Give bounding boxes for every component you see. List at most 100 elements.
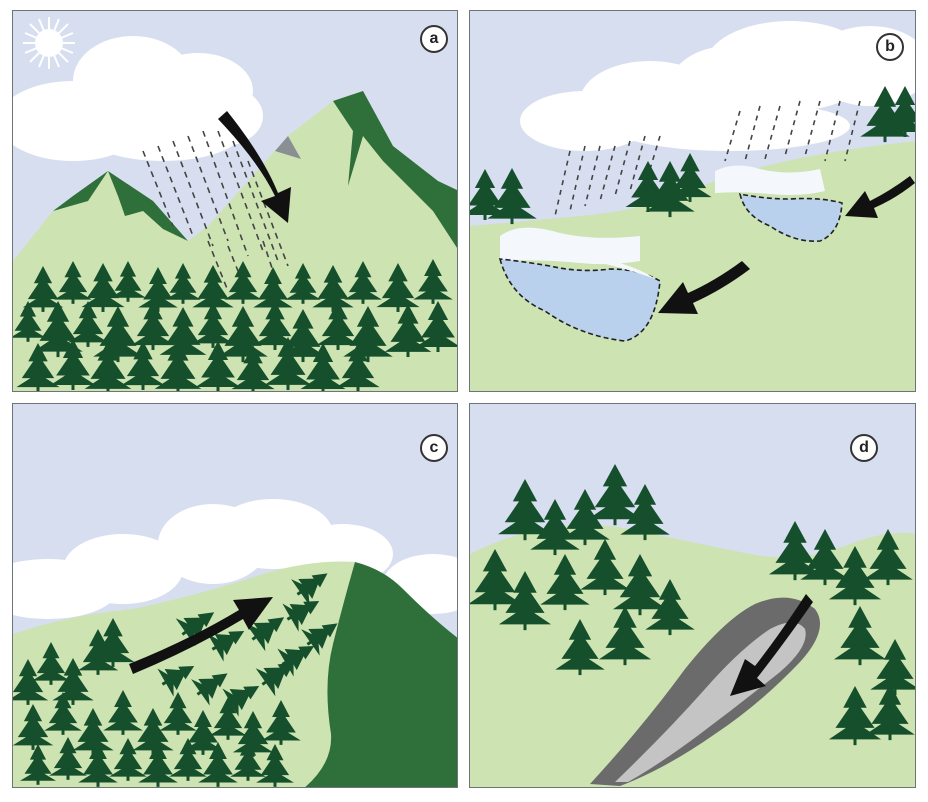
panel-label-b: b (876, 33, 904, 61)
tree-icon (555, 619, 605, 676)
tree-icon (255, 662, 295, 697)
tree-icon (84, 341, 132, 391)
tree-icon (195, 341, 241, 391)
tree-icon (109, 738, 147, 781)
tree-icon (231, 345, 275, 391)
tree-icon (336, 343, 380, 391)
cloud-icon (13, 36, 263, 161)
tree-icon (22, 266, 64, 312)
tree-icon (44, 692, 82, 735)
tree-icon (138, 742, 178, 787)
tree-icon (154, 341, 202, 391)
panel-label-c: c (420, 434, 448, 462)
tree-icon (768, 521, 822, 581)
tree-icon (828, 686, 882, 746)
tree-icon (103, 690, 143, 735)
tree-icon (230, 740, 266, 781)
tree-icon (183, 710, 223, 755)
tree-icon (198, 742, 238, 787)
tree-icon (828, 546, 882, 606)
tree-icon (560, 489, 610, 546)
tree-icon (540, 554, 590, 611)
panel-a: a (12, 10, 458, 392)
tree-icon (207, 631, 245, 662)
tree-icon (261, 700, 301, 745)
panel-label-a: a (420, 25, 448, 53)
tree-icon (863, 529, 913, 586)
sun-icon (23, 17, 75, 69)
cloud-icon (520, 21, 915, 151)
tree-icon (870, 639, 915, 696)
tree-icon (598, 606, 652, 666)
tree-icon (470, 549, 522, 611)
tree-icon (312, 265, 354, 312)
tree-icon (245, 617, 285, 652)
tree-icon (343, 306, 393, 363)
tree-icon (833, 606, 887, 666)
tree-icon (131, 301, 175, 350)
panel-b: b (469, 10, 916, 392)
tree-icon (291, 573, 328, 606)
panel-c: c (12, 403, 458, 788)
tree-icon (253, 301, 297, 350)
tree-icon (588, 464, 642, 526)
tree-icon (169, 738, 207, 781)
tree-icon (264, 337, 312, 391)
tree-icon (865, 684, 915, 741)
tree-icon (277, 646, 315, 677)
arrow-icon (129, 597, 273, 674)
tree-icon (49, 737, 87, 780)
tree-icon (16, 343, 60, 391)
tree-icon (110, 261, 146, 302)
tree-icon (78, 742, 118, 787)
tree-icon (52, 658, 94, 705)
tree-icon (121, 341, 165, 390)
tree-icon (413, 259, 453, 304)
tree-icon (415, 301, 457, 352)
tree-icon (138, 267, 178, 312)
tree-icon (882, 86, 915, 137)
tree-icon (613, 554, 667, 616)
tree-icon (175, 612, 215, 647)
tree-icon (54, 261, 92, 304)
tree-icon (13, 704, 54, 750)
tree-icon (645, 579, 695, 636)
arrow-icon (730, 594, 813, 696)
fallen-trees (157, 573, 338, 717)
tree-icon (580, 539, 630, 596)
tree-icon (487, 168, 537, 225)
tree-icon (93, 306, 143, 363)
tree-icon (256, 744, 294, 787)
forest (470, 86, 915, 225)
tree-icon (498, 571, 552, 631)
arrow-icon (218, 111, 291, 223)
panel-d-illustration (470, 464, 915, 787)
forest (13, 259, 457, 391)
tree-icon (159, 692, 197, 735)
tree-icon (800, 529, 850, 586)
tree-icon (301, 623, 338, 656)
panel-c-illustration (13, 499, 457, 787)
tree-icon (620, 484, 670, 541)
tree-icon (157, 666, 195, 697)
tree-icon (282, 601, 320, 632)
tree-icon (300, 343, 346, 391)
tree-icon (13, 301, 46, 342)
tree-icon (192, 302, 234, 348)
tree-icon (32, 642, 70, 685)
tree-icon (191, 673, 228, 706)
tree-icon (20, 744, 56, 785)
tree-icon (384, 304, 432, 358)
panel-d: d (469, 403, 916, 788)
forest (13, 618, 301, 787)
panel-a-illustration (13, 17, 457, 391)
tree-icon (344, 261, 382, 304)
tree-icon (13, 659, 49, 705)
tree-icon (376, 263, 420, 312)
tree-icon (645, 161, 695, 218)
tree-icon (67, 301, 109, 347)
tree-icon (498, 479, 552, 541)
tree-icon (668, 153, 712, 202)
tree-icon (222, 686, 260, 717)
mountain (13, 91, 457, 391)
